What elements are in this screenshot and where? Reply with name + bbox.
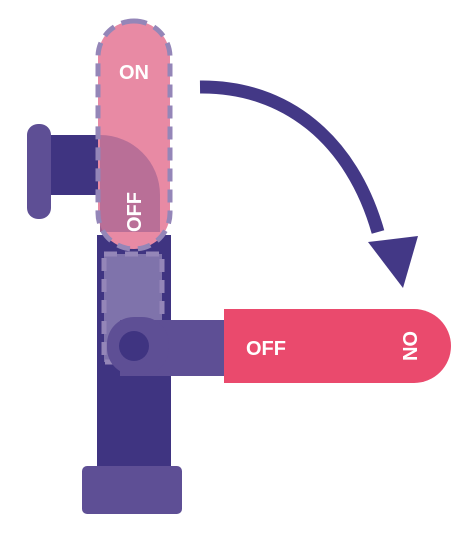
pipe-base-flange xyxy=(82,466,182,514)
handle-off-label: OFF xyxy=(246,338,286,360)
rotation-arrow-icon xyxy=(199,80,385,234)
ghost-handle-overlap xyxy=(100,135,160,232)
handle xyxy=(224,309,451,383)
handle-pivot xyxy=(119,331,149,361)
rotation-arrowhead-icon xyxy=(368,236,418,288)
pipe-side-flange xyxy=(27,124,51,219)
handle-on-label: ON xyxy=(398,331,420,361)
ghost-handle-outline xyxy=(95,18,173,252)
ghost-handle-off-label: OFF xyxy=(124,192,146,232)
ghost-handle-on-label: ON xyxy=(119,62,149,84)
